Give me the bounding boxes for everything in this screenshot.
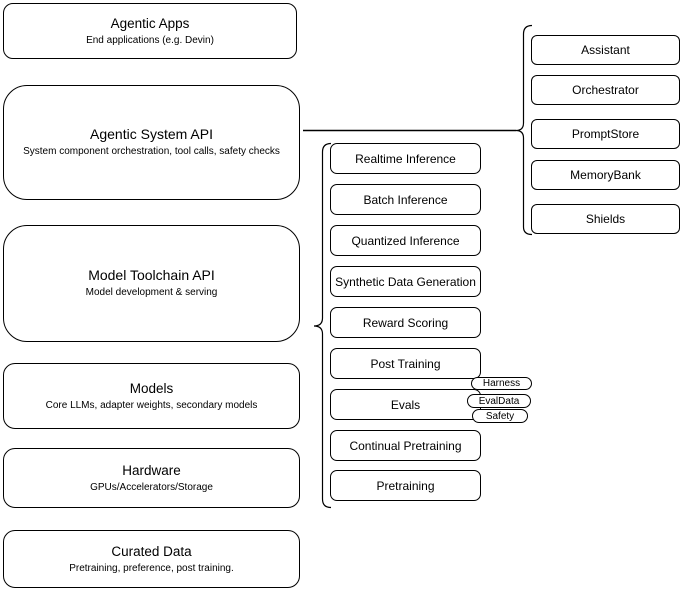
toolchain-item-continual-pretraining: Continual Pretraining (330, 430, 481, 461)
node-curated-data-title: Curated Data (111, 543, 192, 559)
node-agentic-system-api: Agentic System API System component orch… (3, 85, 300, 200)
node-models-title: Models (129, 380, 174, 396)
eval-tag-evaldata: EvalData (467, 394, 531, 408)
node-model-toolchain-api-title: Model Toolchain API (88, 267, 215, 283)
toolchain-item-pretraining: Pretraining (330, 470, 481, 501)
node-model-toolchain-api-subtitle: Model development & serving (85, 287, 218, 298)
toolchain-item-quantized-inference: Quantized Inference (330, 225, 481, 256)
system-component-shields: Shields (531, 204, 680, 234)
toolchain-item-batch-inference: Batch Inference (330, 184, 481, 215)
system-component-promptstore: PromptStore (531, 119, 680, 149)
system-component-orchestrator: Orchestrator (531, 75, 680, 105)
toolchain-item-evals: Evals (330, 389, 481, 420)
eval-tag-harness: Harness (471, 377, 532, 390)
node-models-subtitle: Core LLMs, adapter weights, secondary mo… (45, 399, 258, 411)
toolchain-brace (313, 142, 332, 509)
toolchain-item-post-training: Post Training (330, 348, 481, 379)
node-hardware-subtitle: GPUs/Accelerators/Storage (90, 481, 213, 493)
node-hardware: Hardware GPUs/Accelerators/Storage (3, 448, 300, 508)
node-agentic-apps-title: Agentic Apps (110, 15, 190, 31)
toolchain-item-reward-scoring: Reward Scoring (330, 307, 481, 338)
node-hardware-title: Hardware (122, 462, 181, 478)
components-brace (515, 24, 533, 236)
eval-tag-safety: Safety (472, 409, 528, 423)
toolchain-item-realtime-inference: Realtime Inference (330, 143, 481, 174)
node-agentic-apps: Agentic Apps End applications (e.g. Devi… (3, 3, 297, 59)
node-curated-data-subtitle: Pretraining, preference, post training. (69, 562, 234, 574)
node-curated-data: Curated Data Pretraining, preference, po… (3, 530, 300, 588)
toolchain-item-synthetic-data-generation: Synthetic Data Generation (330, 266, 481, 297)
node-model-toolchain-api: Model Toolchain API Model development & … (3, 225, 300, 342)
node-agentic-system-api-title: Agentic System API (90, 126, 213, 142)
node-agentic-system-api-subtitle: System component orchestration, tool cal… (23, 146, 280, 157)
system-component-memorybank: MemoryBank (531, 160, 680, 190)
node-models: Models Core LLMs, adapter weights, secon… (3, 363, 300, 429)
node-agentic-apps-subtitle: End applications (e.g. Devin) (86, 34, 214, 46)
system-component-assistant: Assistant (531, 35, 680, 65)
